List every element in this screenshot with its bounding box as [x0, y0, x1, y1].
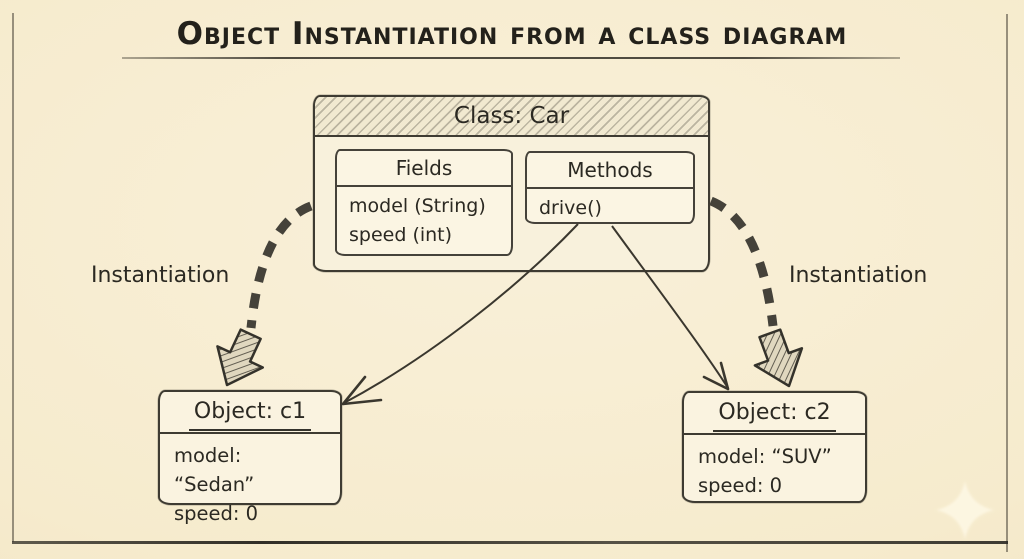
object-box-c1: Object: c1 model: “Sedan” speed: 0	[158, 390, 342, 525]
class-box-car: Class: Car Fields model (String) speed (…	[313, 95, 710, 272]
title-underline	[122, 57, 900, 59]
object-c1-field: speed: 0	[174, 502, 259, 525]
page-title: Object Instantiation from a class diagra…	[176, 16, 848, 52]
object-c1-title: Object: c1	[188, 397, 312, 431]
field-item: model (String)	[349, 195, 486, 217]
fields-box: Fields model (String) speed (int)	[335, 149, 513, 256]
instantiation-label-right: Instantiation	[789, 263, 928, 288]
instantiation-arrowhead-left-icon	[216, 328, 265, 387]
object-c2-field: model: “SUV”	[698, 445, 832, 468]
field-item: speed (int)	[349, 224, 453, 246]
object-c2-title: Object: c2	[713, 398, 836, 432]
object-c1-header: Object: c1	[160, 392, 340, 434]
sparkle-icon	[936, 481, 994, 539]
instantiation-arrowhead-right-icon	[753, 328, 804, 388]
class-box-header: Class: Car	[315, 97, 708, 137]
object-c1-field: model: “Sedan”	[174, 444, 255, 496]
fields-header: Fields	[337, 151, 511, 187]
instantiation-arrow-right-dashes	[709, 196, 778, 327]
methods-header: Methods	[527, 153, 693, 189]
instantiation-arrow-left-dashes	[246, 201, 313, 329]
frame-line-left	[12, 13, 14, 542]
methods-box: Methods drive()	[525, 151, 695, 224]
object-c2-header: Object: c2	[684, 393, 865, 435]
instantiation-label-left: Instantiation	[91, 263, 230, 288]
frame-line-right	[1006, 14, 1008, 552]
object-c2-field: speed: 0	[698, 474, 783, 497]
frame-line-bottom	[12, 541, 1008, 544]
method-item: drive()	[539, 197, 602, 219]
object-box-c2: Object: c2 model: “SUV” speed: 0	[682, 391, 867, 503]
